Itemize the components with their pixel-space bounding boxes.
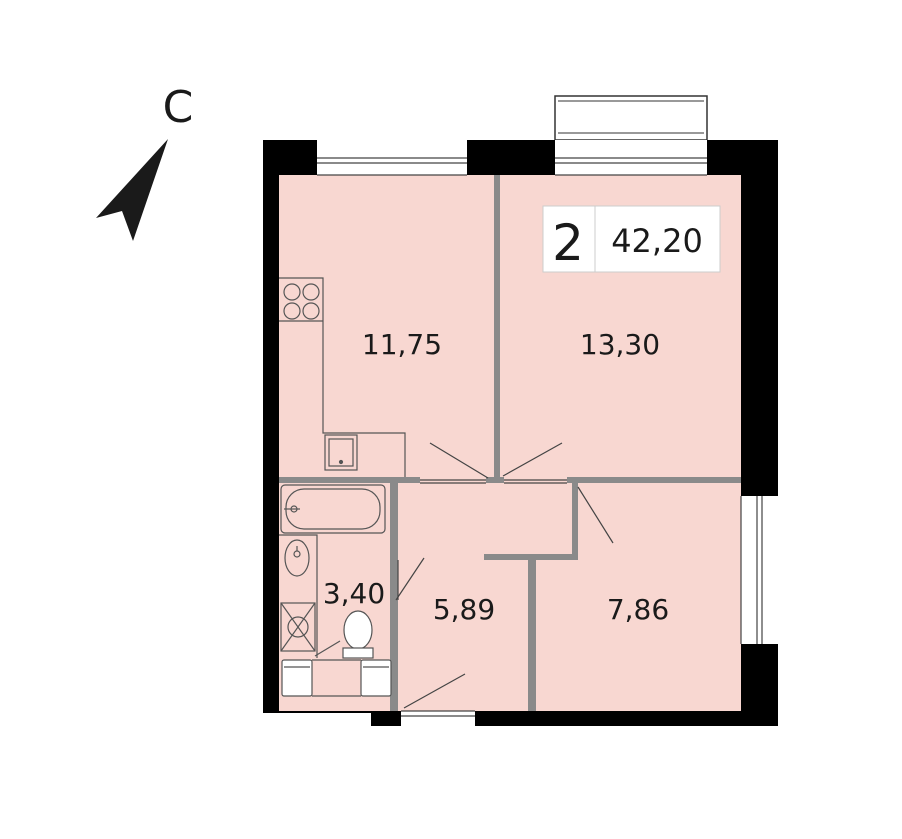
washbasin-icon bbox=[284, 539, 310, 577]
small-room-area: 7,86 bbox=[607, 593, 669, 626]
hall-area: 5,89 bbox=[433, 593, 495, 626]
shower-drain-icon bbox=[280, 602, 316, 652]
partitions bbox=[279, 175, 741, 711]
kitchen-sink-icon bbox=[324, 434, 358, 471]
compass-label: С bbox=[163, 82, 194, 133]
bathroom-counter bbox=[279, 534, 318, 658]
door-swings bbox=[395, 442, 614, 709]
bedroom-area: 13,30 bbox=[580, 328, 660, 361]
kitchen-counter bbox=[279, 277, 406, 477]
window-kitchen bbox=[317, 140, 467, 176]
bathtub-icon bbox=[280, 484, 386, 534]
total-area: 42,20 bbox=[611, 222, 703, 260]
window-small-room bbox=[740, 496, 778, 644]
entrance-door bbox=[401, 710, 475, 726]
balcony bbox=[554, 95, 708, 141]
washing-machines-icon bbox=[281, 640, 392, 697]
apartment-badge: 2 42,20 bbox=[542, 205, 721, 273]
window-bedroom bbox=[555, 140, 707, 176]
room-count: 2 bbox=[552, 214, 584, 272]
kitchen-area: 11,75 bbox=[362, 328, 442, 361]
bathroom-area: 3,40 bbox=[323, 577, 385, 610]
compass-arrow-icon bbox=[96, 139, 168, 241]
compass: С bbox=[96, 82, 193, 241]
toilet-icon bbox=[342, 610, 374, 659]
stove-icon bbox=[283, 283, 320, 320]
